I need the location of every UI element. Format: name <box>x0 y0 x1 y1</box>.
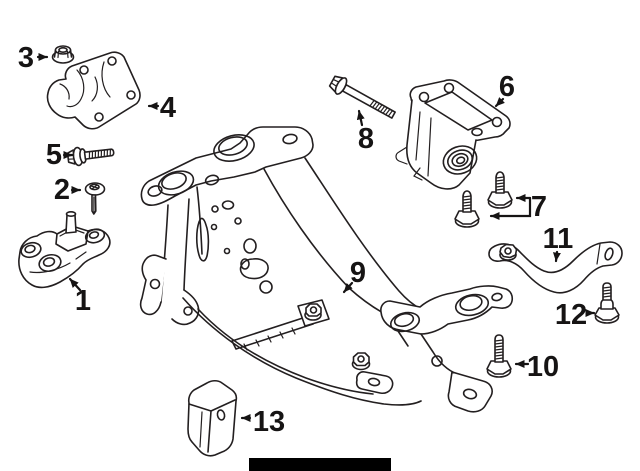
callout-3-label: 3 <box>18 42 34 74</box>
callout-7-label: 7 <box>531 191 547 223</box>
callout-8[interactable]: 8 <box>356 109 374 155</box>
callout-12[interactable]: 12 <box>555 299 596 331</box>
part-mount-bracket-plate <box>46 51 141 130</box>
callout-5-label: 5 <box>46 139 62 171</box>
part-flange-bolt-pair <box>454 171 513 228</box>
part-stud-flange-bolt <box>594 282 620 324</box>
part-flange-bolt-lower-right <box>486 334 512 378</box>
callout-13-label: 13 <box>253 406 285 438</box>
callout-1-label: 1 <box>75 285 91 317</box>
callout-4[interactable]: 4 <box>147 92 176 124</box>
callout-11-label: 11 <box>543 223 574 255</box>
callout-9-label: 9 <box>350 257 366 289</box>
callout-13[interactable]: 13 <box>240 406 285 438</box>
part-flange-bolt-short <box>66 146 115 167</box>
part-long-flange-bolt <box>328 75 396 119</box>
callout-12-label: 12 <box>555 299 587 331</box>
callout-4-label: 4 <box>160 92 176 124</box>
callout-2[interactable]: 2 <box>54 174 82 206</box>
callout-6[interactable]: 6 <box>494 71 515 108</box>
callout-1[interactable]: 1 <box>68 277 91 317</box>
part-crossmember-subframe <box>139 126 514 413</box>
callout-6-arrow <box>494 97 505 108</box>
callout-8-arrow <box>356 109 365 127</box>
part-support-strap <box>488 241 623 294</box>
part-washer-head-screw <box>84 182 106 215</box>
part-rubber-damper-block <box>187 379 238 457</box>
callout-11-arrow <box>552 250 561 263</box>
callout-2-label: 2 <box>54 174 70 206</box>
callout-11[interactable]: 11 <box>543 223 574 263</box>
redacted-watermark-bar <box>249 458 391 471</box>
callout-1-arrow <box>68 277 82 292</box>
part-flange-nut <box>51 45 75 64</box>
callout-8-label: 8 <box>358 123 374 155</box>
callout-7-arrow-bottom <box>489 196 532 220</box>
callout-3[interactable]: 3 <box>18 42 49 74</box>
callout-6-label: 6 <box>499 71 515 103</box>
callout-5[interactable]: 5 <box>46 139 74 171</box>
callout-9[interactable]: 9 <box>342 257 366 294</box>
callout-9-arrow <box>342 281 354 294</box>
part-engine-mount-bracket <box>395 79 511 190</box>
part-engine-mount <box>18 211 111 289</box>
callout-10-label: 10 <box>527 351 559 383</box>
callout-7[interactable]: 7 <box>489 191 547 223</box>
callout-10[interactable]: 10 <box>514 351 559 383</box>
